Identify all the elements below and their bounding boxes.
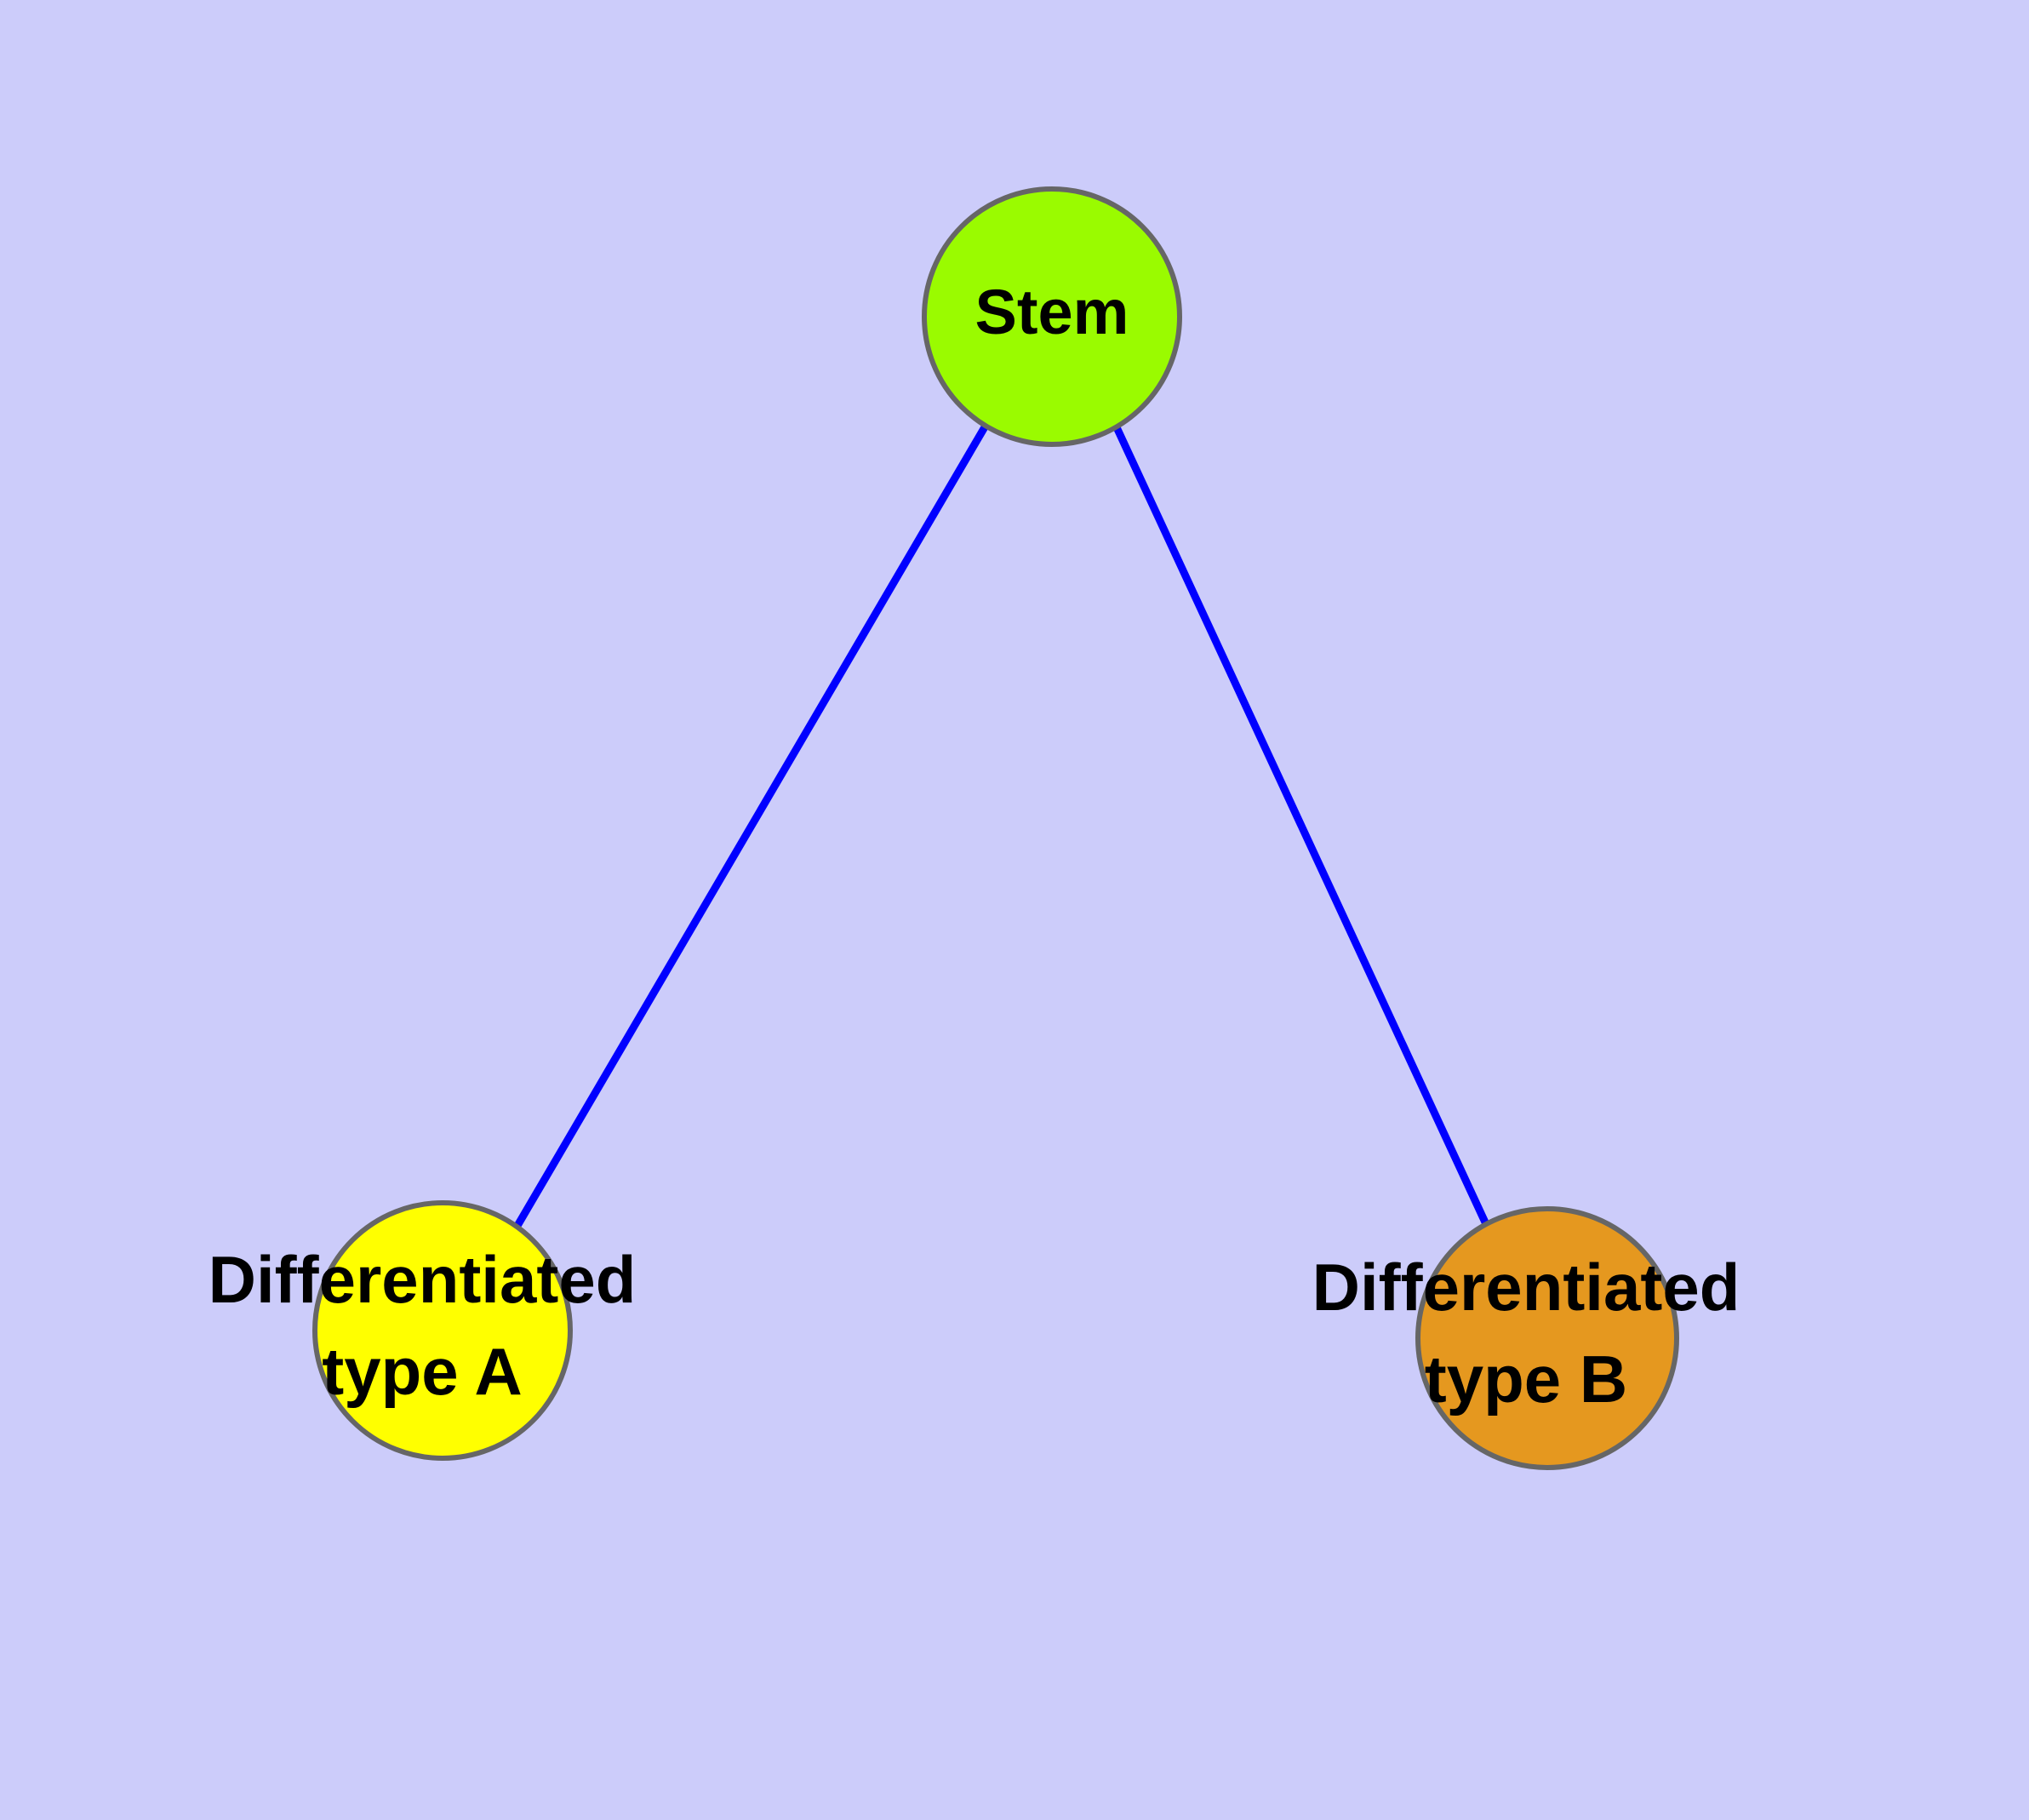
node-label-line: type B	[1425, 1342, 1627, 1417]
node-label-diff-b: Differentiated type B	[1312, 1250, 1740, 1417]
nodes-layer	[312, 186, 1679, 1470]
node-diff-b[interactable]	[1415, 1206, 1679, 1470]
edge-stem-to-diff-a[interactable]	[512, 423, 989, 1233]
node-label-line: Differentiated	[209, 1242, 637, 1317]
node-label-stem: Stem	[975, 277, 1129, 347]
node-label-line: Stem	[975, 277, 1129, 347]
edge-stem-to-diff-b[interactable]	[1112, 426, 1490, 1226]
edges-layer	[512, 423, 1490, 1233]
node-label-line: Differentiated	[1312, 1250, 1740, 1325]
node-diff-a[interactable]	[312, 1200, 573, 1461]
node-label-diff-a: Differentiated type A	[209, 1242, 637, 1409]
node-stem[interactable]	[922, 186, 1182, 447]
node-label-line: type A	[322, 1334, 523, 1409]
